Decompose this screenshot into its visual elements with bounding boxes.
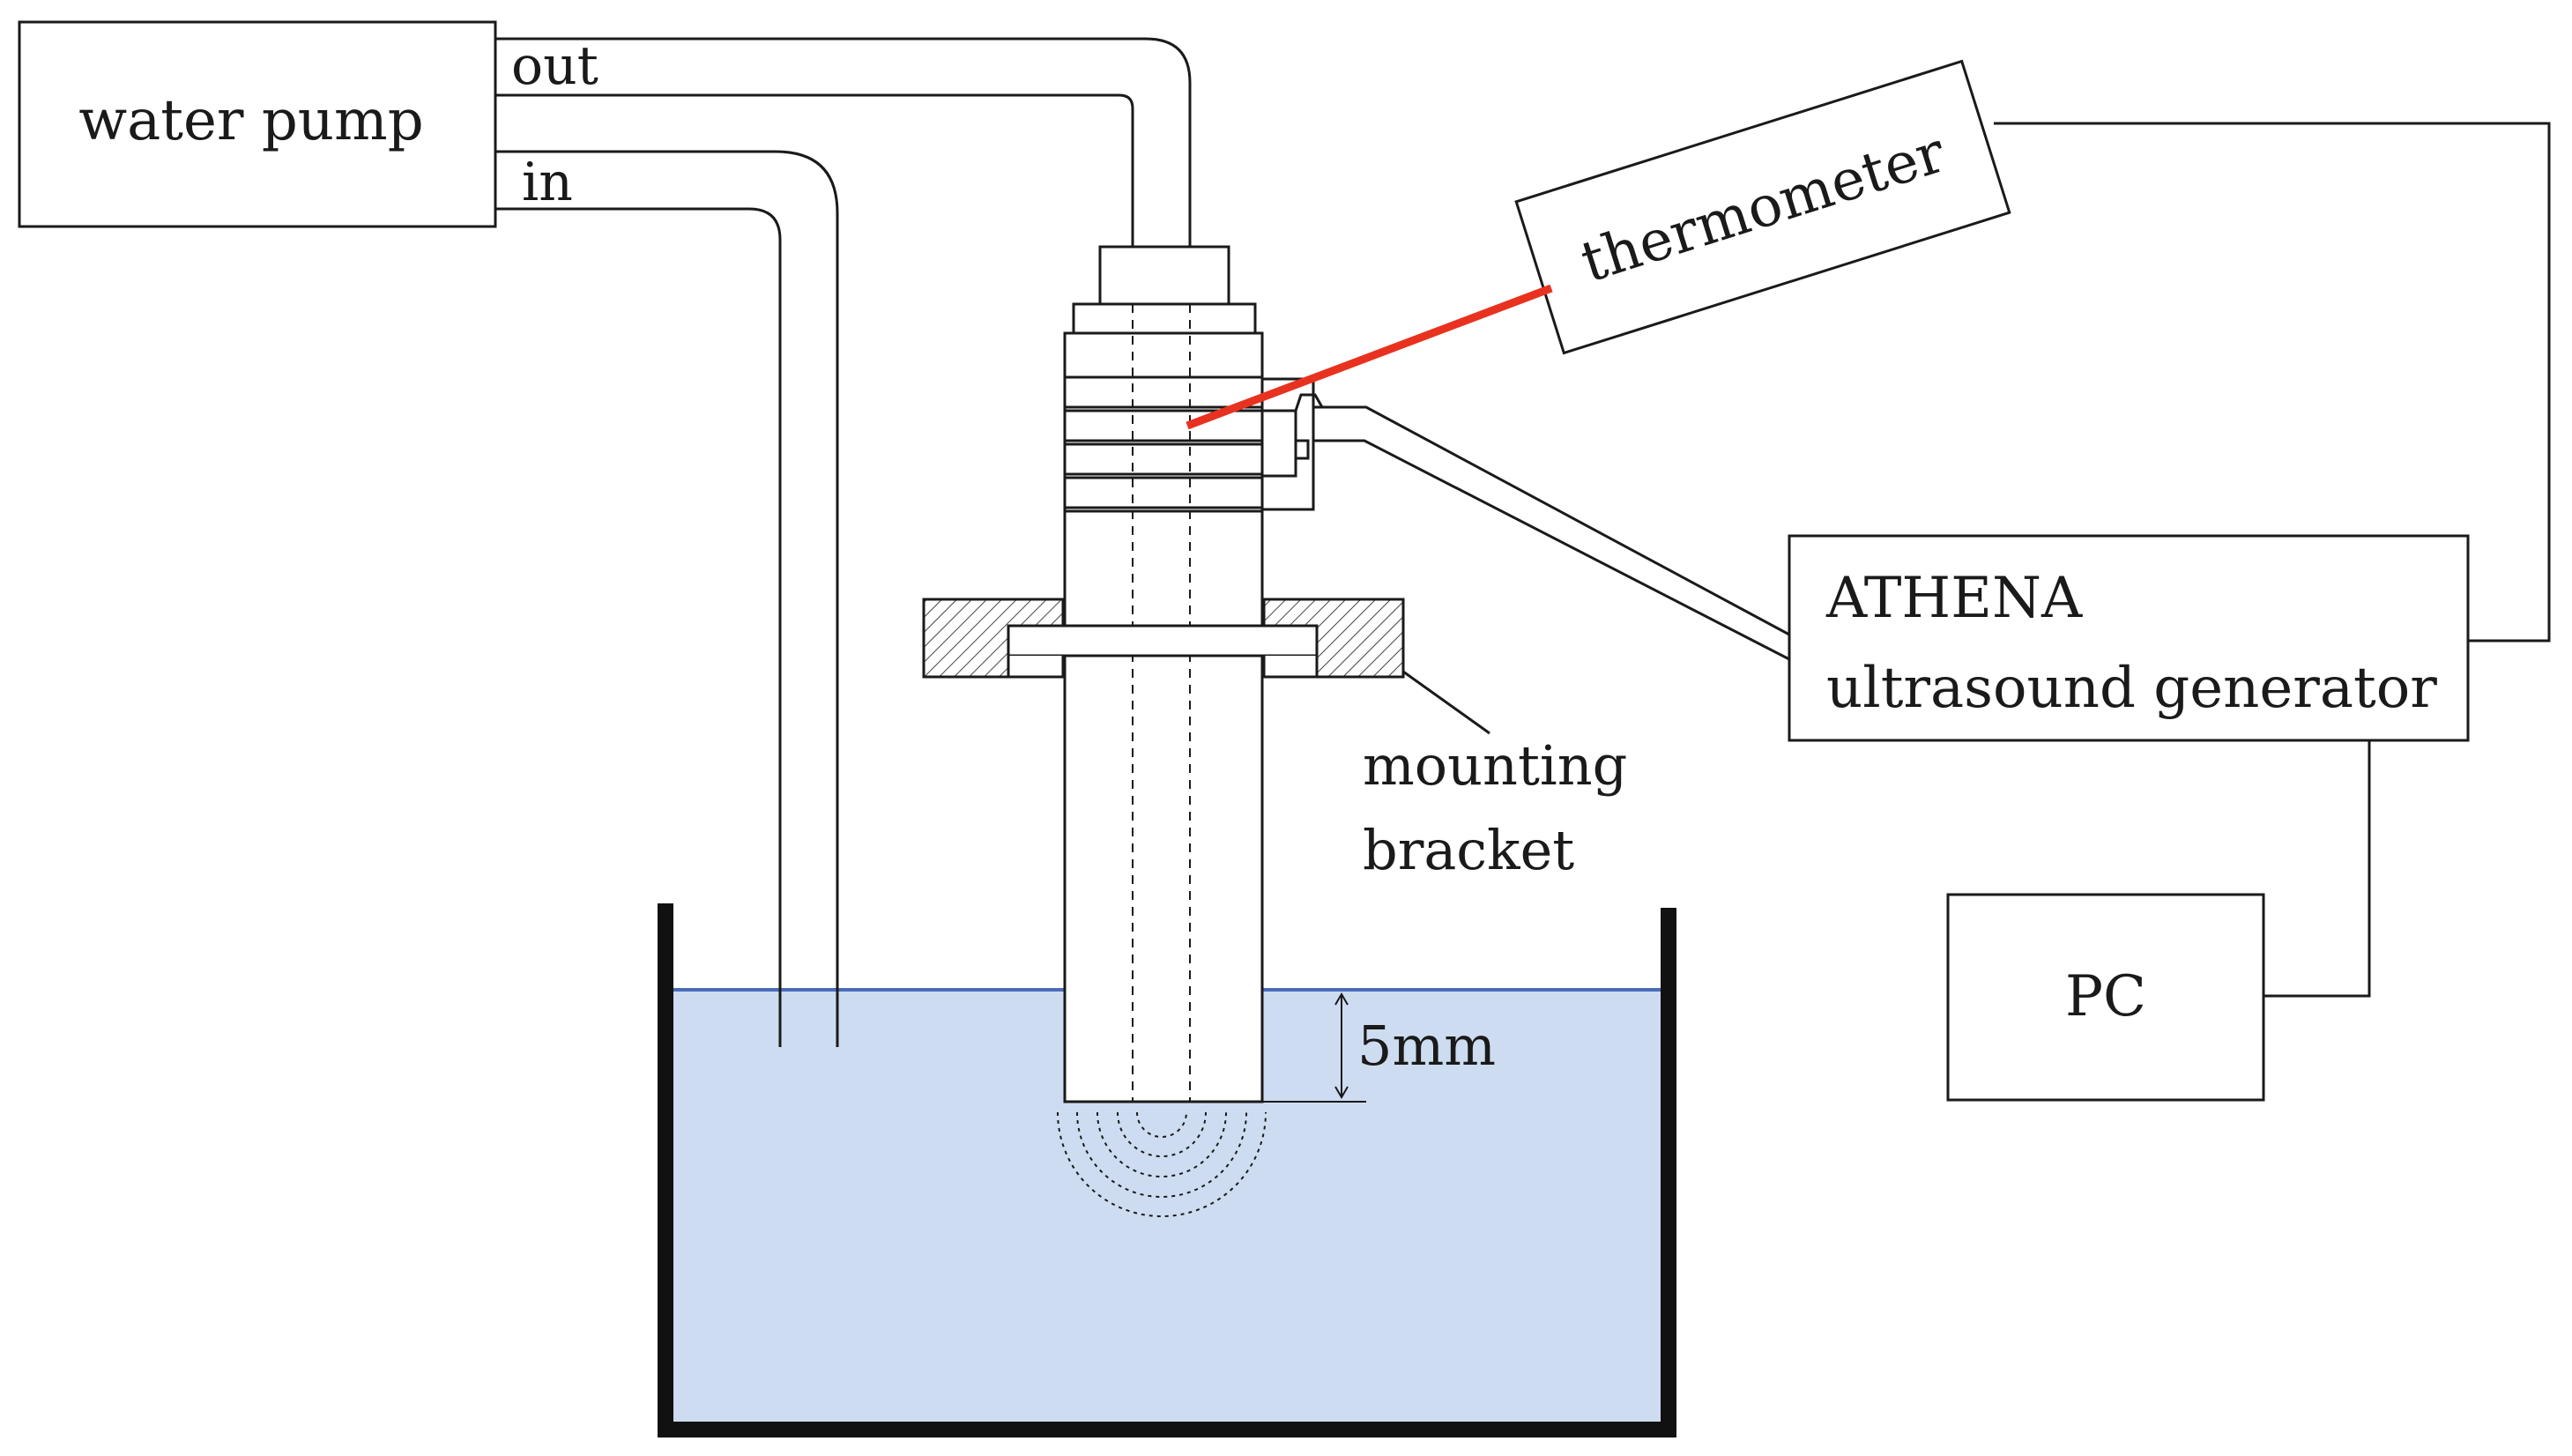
thermometer: thermometer <box>1514 59 2011 355</box>
hose-in <box>495 150 839 1047</box>
water-pump: water pump out in <box>18 20 598 228</box>
ultrasound-transducer <box>1057 245 1267 1217</box>
depth-label: 5mm <box>1357 1014 1496 1078</box>
mounting-bracket <box>922 598 1490 735</box>
water-pump-label: water pump <box>78 88 423 153</box>
transducer-neck <box>1072 302 1257 333</box>
thermometer-box <box>1514 59 2011 355</box>
cooling-fin-3 <box>1063 442 1264 476</box>
pc-wire <box>2264 740 2371 998</box>
depth-marker <box>1262 992 1366 1103</box>
mounting-bracket-label-line1: mounting <box>1363 733 1627 798</box>
bracket-callout-line <box>1402 670 1490 735</box>
bracket-clamp-ring <box>1007 624 1319 657</box>
ultrasound-generator: ATHENA ultrasound generator <box>1788 534 2470 742</box>
generator-label-line2: ultrasound generator <box>1826 656 2437 721</box>
pc: PC <box>1946 893 2265 1102</box>
generator-box <box>1788 534 2470 742</box>
generator-cable <box>1313 405 1790 661</box>
thermometer-wire <box>1994 122 2551 643</box>
cooling-fin-1 <box>1063 375 1264 409</box>
tank-walls <box>658 903 1676 1437</box>
hose-out <box>495 37 1192 247</box>
thermometer-probe <box>1186 284 1553 430</box>
cooling-fin-2 <box>1063 409 1264 442</box>
water-pump-box <box>18 20 497 228</box>
mounting-bracket-label-line2: bracket <box>1363 818 1574 882</box>
cooling-fin-4 <box>1063 476 1264 509</box>
pc-label: PC <box>2065 964 2146 1029</box>
pc-box <box>1946 893 2265 1102</box>
ultrasound-waves <box>1057 1111 1267 1217</box>
in-label: in <box>522 152 573 213</box>
transducer-cap <box>1098 245 1230 306</box>
out-label: out <box>511 35 598 97</box>
cable-connector <box>1262 377 1324 511</box>
generator-label-line1: ATHENA <box>1825 566 2083 631</box>
